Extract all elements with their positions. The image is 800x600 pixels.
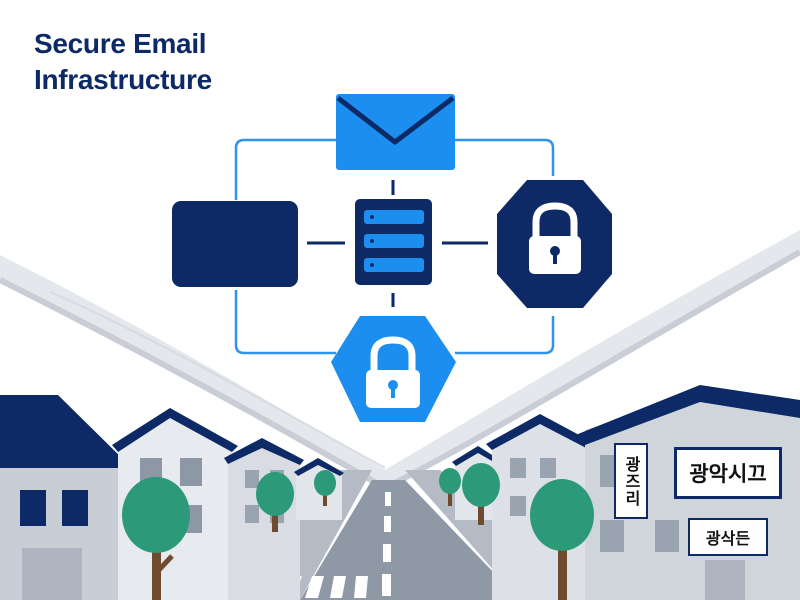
server-links [307,180,488,307]
padlock-icon [331,316,456,422]
title-line-1: Secure Email [34,28,207,59]
trees [122,463,594,600]
storefront-sign-upper: 광악시끄 [674,447,782,499]
page-title: Secure Email Infrastructure [34,26,212,98]
padlock-icon [497,180,612,308]
title-line-2: Infrastructure [34,64,212,95]
storefront-sign-lower: 광삭든 [688,518,768,556]
monitor-icon [172,201,298,287]
envelope-icon [336,94,455,170]
network-connectors [234,138,555,355]
storefront-sign-vertical: 광즈리 [614,443,648,519]
server-icon [355,199,432,285]
